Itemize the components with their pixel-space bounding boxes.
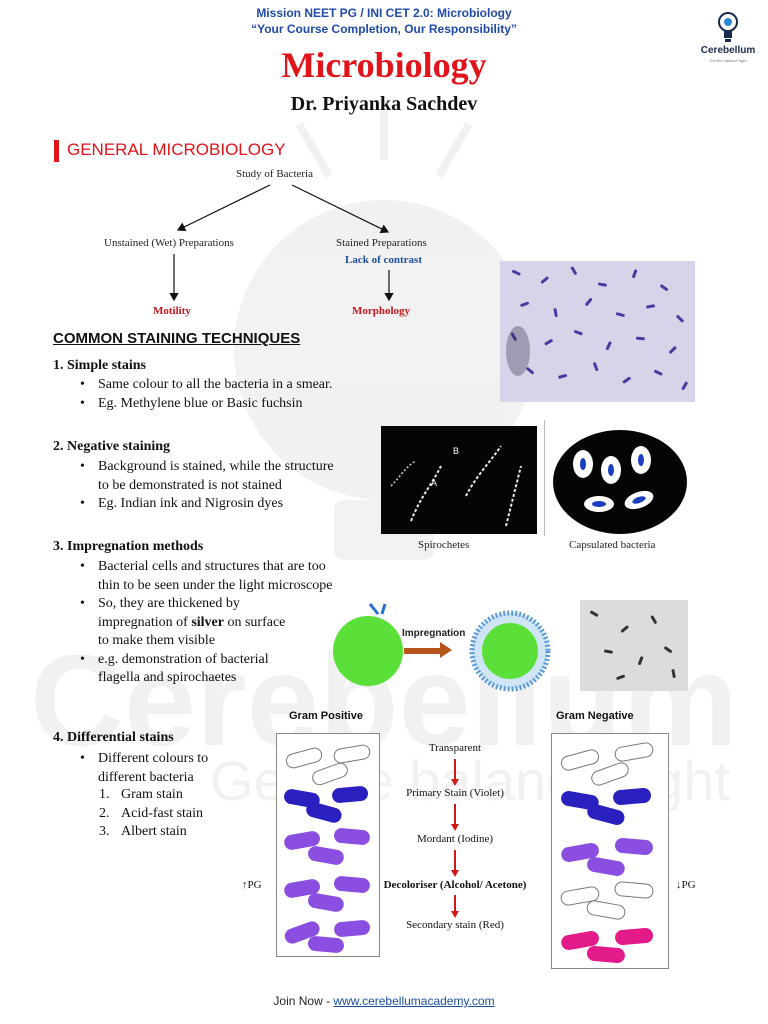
flow-right-outcome: Morphology: [352, 305, 411, 317]
gram-positive-pg: ↑PG: [242, 879, 262, 891]
section-accent-bar: [54, 140, 59, 162]
list-text: Gram stain: [121, 787, 183, 802]
bullet-line: to make them visible: [98, 633, 216, 648]
gram-step: Transparent: [428, 742, 482, 754]
bullet-line: thin to be seen under the light microsco…: [98, 577, 333, 593]
footer-prefix: Join Now -: [273, 994, 334, 1008]
gram-negative-pg: ↓PG: [676, 879, 696, 891]
gram-positive-panel: [276, 733, 380, 957]
impregnation-label: Impregnation: [402, 628, 465, 639]
list-item: 1. Gram stain: [99, 786, 259, 805]
bullet-line: to be demonstrated is not stained: [98, 477, 282, 493]
course-title: Mission NEET PG / INI CET 2.0: Microbiol…: [256, 6, 512, 20]
section-title: GENERAL MICROBIOLOGY: [67, 140, 286, 159]
logo-tagline: Get the balance right: [709, 58, 747, 63]
bullet-line: flagella and spirochaetes: [98, 670, 237, 685]
capsulated-caption: Capsulated bacteria: [569, 539, 656, 551]
list-number: 1.: [99, 787, 110, 802]
list-item: 3. Albert stain: [99, 823, 259, 842]
gram-positive-title: Gram Positive: [289, 710, 363, 722]
bullet-line: Bacterial cells and structures that are …: [98, 559, 326, 574]
gram-step: Primary Stain (Violet): [406, 787, 504, 799]
label-a: A: [431, 478, 437, 488]
simple-stain-micrograph: [500, 261, 695, 402]
bullet-line: Different colours to: [98, 751, 209, 766]
divider: [544, 420, 545, 536]
logo-text: Cerebellum: [700, 45, 756, 56]
flow-arrows: [169, 184, 394, 302]
list-item: 2. Acid-fast stain: [99, 805, 259, 824]
gram-step: Mordant (Iodine): [416, 833, 494, 845]
list-number: 2.: [99, 805, 110, 821]
flow-right: Stained Preparations: [336, 237, 427, 249]
flow-left: Unstained (Wet) Preparations: [104, 237, 234, 249]
gram-step: Decoloriser (Alcohol/ Acetone): [383, 879, 527, 891]
list-item: Bacterial cells and structures that are …: [74, 558, 374, 595]
gram-step-arrows: [451, 759, 459, 918]
course-tagline: “Your Course Completion, Our Responsibil…: [251, 22, 517, 36]
spirochetes-caption: Spirochetes: [418, 539, 470, 551]
footer: Join Now - www.cerebellumacademy.com: [0, 994, 768, 1008]
gram-step: Secondary stain (Red): [406, 919, 504, 931]
list-item: Eg. Indian ink and Nigrosin dyes: [74, 495, 384, 514]
list-text: Albert stain: [121, 824, 187, 839]
differential-title: 4. Differential stains: [53, 730, 174, 745]
gram-negative-panel: [551, 733, 669, 969]
spirochetes-image: A B: [381, 426, 537, 534]
flow-root: Study of Bacteria: [236, 168, 313, 180]
list-item: Background is stained, while the structu…: [74, 458, 384, 495]
list-item: Same colour to all the bacteria in a sme…: [74, 376, 394, 395]
label-b: B: [453, 446, 459, 456]
gram-negative-title: Gram Negative: [556, 710, 634, 722]
impregnation-diagram: Impregnation: [333, 603, 551, 692]
flagella-micrograph: [580, 600, 688, 691]
bullet-emphasis: silver: [191, 614, 224, 630]
list-item: Different colours to different bacteria: [74, 750, 254, 787]
list-item: e.g. demonstration of bacterial flagella …: [74, 651, 374, 688]
list-item: So, they are thickened by impregnation of…: [74, 595, 374, 651]
staining-heading: COMMON STAINING TECHNIQUES: [53, 330, 301, 347]
bulb-logo-icon: [718, 12, 738, 42]
flow-right-note: Lack of contrast: [345, 254, 422, 266]
negative-staining-title: 2. Negative staining: [53, 439, 171, 454]
impregnation-title: 3. Impregnation methods: [53, 539, 204, 554]
bullet-text: on surface: [223, 614, 286, 630]
bullet-line: Background is stained, while the structu…: [98, 459, 334, 474]
list-number: 3.: [99, 824, 110, 839]
simple-stains-title: 1. Simple stains: [53, 358, 146, 373]
list-item: Eg. Methylene blue or Basic fuchsin: [74, 395, 394, 414]
bullet-line: different bacteria: [98, 769, 194, 785]
bullet-text: impregnation of: [98, 614, 192, 630]
flow-left-outcome: Motility: [153, 305, 191, 317]
capsulated-bacteria-image: [553, 430, 688, 534]
footer-link[interactable]: www.cerebellumacademy.com: [333, 994, 495, 1008]
bullet-line: e.g. demonstration of bacterial: [98, 651, 269, 667]
page-title: Microbiology: [281, 45, 487, 85]
list-text: Acid-fast stain: [121, 805, 204, 821]
bullet-line: So, they are thickened by: [98, 596, 240, 611]
author-name: Dr. Priyanka Sachdev: [290, 93, 478, 115]
